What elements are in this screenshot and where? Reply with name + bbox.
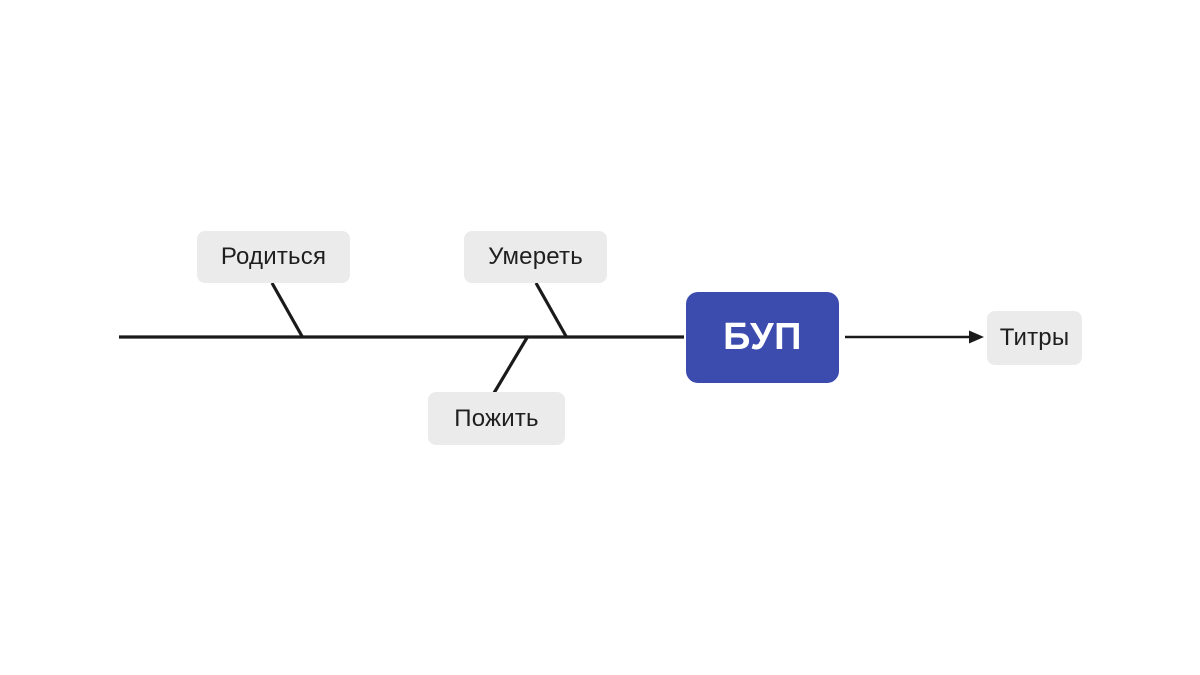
node-die: Умереть: [464, 231, 607, 283]
arrowhead-icon: [969, 330, 984, 344]
branch-die-line: [534, 282, 569, 339]
branch-live-line: [492, 335, 530, 394]
node-bup: БУП: [686, 292, 839, 383]
branch-born-line: [270, 282, 305, 339]
node-born: Родиться: [197, 231, 350, 283]
node-live: Пожить: [428, 392, 565, 445]
node-credits: Титры: [987, 311, 1082, 365]
